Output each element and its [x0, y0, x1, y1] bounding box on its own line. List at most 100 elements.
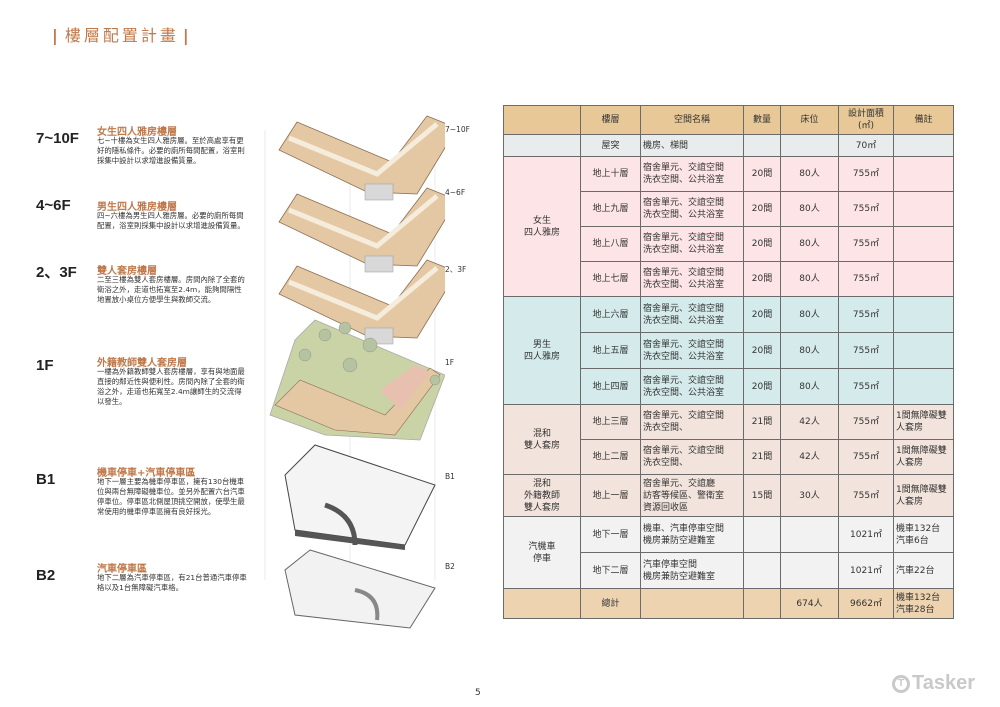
note-cell: 1間無障礙雙人套房	[893, 439, 954, 475]
diagram-label: 7~10F	[445, 125, 470, 134]
space-cell	[640, 588, 744, 619]
floor-cell: 地上八層	[580, 226, 641, 262]
diagram-label: B2	[445, 562, 455, 571]
page-title-text: 樓層配置計畫	[64, 26, 179, 45]
diagram-label: 1F	[445, 358, 455, 367]
count-cell	[743, 134, 781, 157]
floor-cell: 總計	[580, 588, 641, 619]
space-cell: 機車、汽車停車空間 機房兼防空避難室	[640, 516, 744, 553]
tasker-logo-text: Tasker	[912, 672, 976, 694]
area-cell: 755㎡	[838, 474, 894, 517]
count-cell: 21間	[743, 439, 781, 475]
section-heading: 雙人套房樓層	[97, 266, 157, 277]
beds-cell	[780, 552, 839, 589]
count-cell: 15間	[743, 474, 781, 517]
space-cell: 宿舍單元、交誼空間 洗衣空間、公共浴室	[640, 191, 744, 227]
floor-label: 4~6F	[36, 197, 71, 214]
beds-cell: 80人	[780, 261, 839, 297]
table-row: 混和 外籍教師 雙人套房地上一層宿舍單元、交誼廳 訪客等候區、警衛室 資源回收區…	[503, 474, 954, 517]
count-cell: 20間	[743, 368, 781, 405]
beds-cell: 80人	[780, 191, 839, 227]
note-cell: 1間無障礙雙人套房	[893, 474, 954, 517]
space-cell: 宿舍單元、交誼空間 洗衣空間、公共浴室	[640, 368, 744, 405]
beds-cell	[780, 516, 839, 553]
beds-cell: 42人	[780, 439, 839, 475]
count-cell: 20間	[743, 261, 781, 297]
floor-plan-diagram	[264, 100, 445, 629]
floor-plate-b2	[284, 549, 436, 629]
group-cell: 混和 外籍教師 雙人套房	[503, 474, 581, 517]
space-cell: 宿舍單元、交誼空間 洗衣空間、公共浴室	[640, 296, 744, 333]
diagram-label: 2、3F	[445, 265, 467, 274]
area-cell: 755㎡	[838, 296, 894, 333]
space-cell: 宿舍單元、交誼空間 洗衣空間、公共浴室	[640, 156, 744, 192]
header-count: 數量	[743, 105, 781, 135]
floor-plate-b1	[284, 444, 436, 550]
area-cell: 70㎡	[838, 134, 894, 157]
header-group	[503, 105, 581, 135]
section-heading: 外籍教師雙人套房層	[97, 358, 187, 369]
section-description: 四~六樓為男生四人雅房層。必要的廁所每間配置，浴室則採集中設計以求增進設備質量。	[97, 211, 245, 230]
note-cell: 機車132台 汽車6台	[893, 516, 954, 553]
space-cell: 汽車停車空間 機房兼防空避難室	[640, 552, 744, 589]
area-cell: 1021㎡	[838, 552, 894, 589]
beds-cell: 80人	[780, 156, 839, 192]
beds-cell: 80人	[780, 368, 839, 405]
group-cell: 男生 四人雅房	[503, 296, 581, 405]
count-cell: 20間	[743, 226, 781, 262]
table-header-row: 樓層空間名稱數量床位設計面積 (㎡)備註	[503, 105, 954, 135]
area-cell: 755㎡	[838, 439, 894, 475]
note-cell	[893, 296, 954, 333]
tasker-logo: T Tasker	[892, 672, 975, 695]
count-cell: 21間	[743, 404, 781, 440]
count-cell	[743, 588, 781, 619]
count-cell	[743, 552, 781, 589]
area-cell: 755㎡	[838, 368, 894, 405]
section-heading: 汽車停車區	[97, 564, 147, 575]
note-cell: 機車132台 汽車28台	[893, 588, 954, 619]
beds-cell: 674人	[780, 588, 839, 619]
section-description: 地下二層為汽車停車區，有21台普通汽車停車格以及1台無障礙汽車格。	[97, 573, 247, 592]
floor-cell: 地上十層	[580, 156, 641, 192]
beds-cell	[780, 134, 839, 157]
group-cell: 混和 雙人套房	[503, 404, 581, 475]
floor-cell: 地下一層	[580, 516, 641, 553]
tasker-logo-icon: T	[892, 674, 910, 693]
floor-cell: 地上七層	[580, 261, 641, 297]
space-cell: 宿舍單元、交誼空間 洗衣空間、公共浴室	[640, 332, 744, 369]
floor-cell: 地上一層	[580, 474, 641, 517]
space-cell: 宿舍單元、交誼空間 洗衣空間、	[640, 404, 744, 440]
floor-cell: 地上四層	[580, 368, 641, 405]
floor-cell: 地上六層	[580, 296, 641, 333]
note-cell	[893, 191, 954, 227]
floor-label: 1F	[36, 357, 54, 374]
note-cell: 汽車22台	[893, 552, 954, 589]
floor-cell: 地上五層	[580, 332, 641, 369]
floor-label: B2	[36, 567, 56, 584]
area-cell: 755㎡	[838, 191, 894, 227]
beds-cell: 80人	[780, 226, 839, 262]
header-beds: 床位	[780, 105, 839, 135]
header-floor: 樓層	[580, 105, 641, 135]
floor-label: 2、3F	[36, 264, 77, 281]
floor-cell: 地上三層	[580, 404, 641, 440]
area-cell: 755㎡	[838, 261, 894, 297]
floor-plate-4-6f	[279, 188, 445, 272]
floor-plate-7-10f	[279, 116, 445, 200]
floor-cell: 地下二層	[580, 552, 641, 589]
section-heading: 男生四人雅房樓層	[97, 202, 177, 213]
page-title: |樓層配置計畫|	[52, 26, 192, 45]
area-cell: 755㎡	[838, 226, 894, 262]
floor-cell: 地上九層	[580, 191, 641, 227]
section-description: 二至三樓為雙人套房樓層。房間內除了全套的衛浴之外，走道也拓寬至2.4m，能夠間隔…	[97, 275, 245, 304]
group-cell	[503, 588, 581, 619]
section-description: 一樓為外籍教師雙人套房樓層，享有與地面最直接的鄰近性與便利性。房間內除了全套的衛…	[97, 367, 245, 406]
count-cell: 20間	[743, 156, 781, 192]
space-cell: 機房、梯間	[640, 134, 744, 157]
count-cell: 20間	[743, 191, 781, 227]
